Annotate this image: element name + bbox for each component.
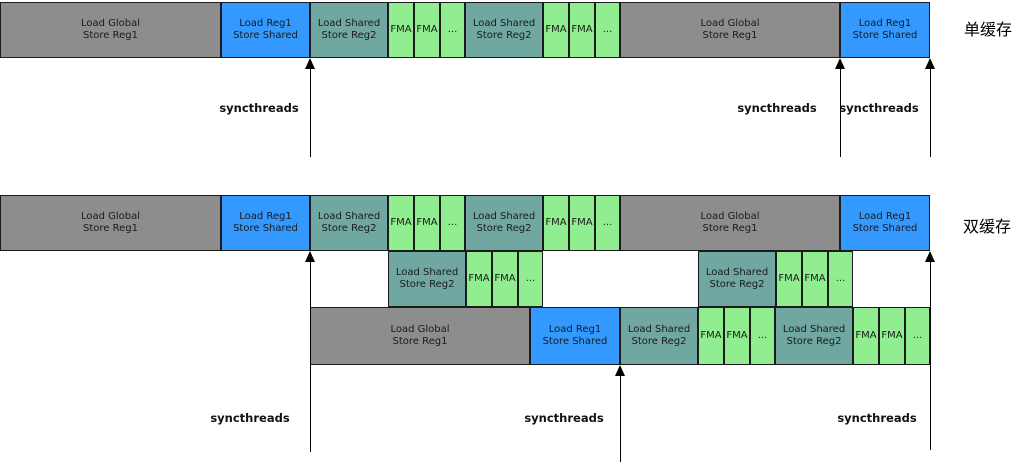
block-fma: FMA	[569, 195, 595, 251]
block-global: Load Global Store Reg1	[620, 2, 840, 58]
block-fma: FMA	[388, 195, 414, 251]
block-dots: ...	[828, 251, 853, 307]
syncthreads-arrow	[619, 369, 621, 462]
block-fma: FMA	[698, 307, 724, 365]
block-reg1: Load Reg1 Store Shared	[530, 307, 620, 365]
block-dots: ...	[750, 307, 775, 365]
block-fma: FMA	[492, 251, 518, 307]
syncthreads-arrow	[929, 62, 931, 157]
syncthreads-label: syncthreads	[839, 101, 919, 115]
syncthreads-label: syncthreads	[737, 101, 817, 115]
block-dots: ...	[595, 2, 620, 58]
syncthreads-arrow	[839, 62, 841, 157]
block-reg1: Load Reg1 Store Shared	[840, 195, 930, 251]
syncthreads-label: syncthreads	[219, 101, 299, 115]
block-fma: FMA	[569, 2, 595, 58]
block-fma: FMA	[388, 2, 414, 58]
arrowhead-up-icon	[925, 58, 935, 69]
block-shared: Load Shared Store Reg2	[465, 2, 543, 58]
block-shared: Load Shared Store Reg2	[698, 251, 776, 307]
block-reg1: Load Reg1 Store Shared	[840, 2, 930, 58]
arrowhead-up-icon	[305, 251, 315, 262]
syncthreads-arrow	[929, 255, 931, 450]
block-fma: FMA	[802, 251, 828, 307]
block-fma: FMA	[853, 307, 879, 365]
block-global: Load Global Store Reg1	[0, 2, 221, 58]
block-shared: Load Shared Store Reg2	[620, 307, 698, 365]
block-shared: Load Shared Store Reg2	[775, 307, 853, 365]
block-shared: Load Shared Store Reg2	[388, 251, 466, 307]
block-fma: FMA	[724, 307, 750, 365]
arrowhead-up-icon	[305, 58, 315, 69]
arrowhead-up-icon	[835, 58, 845, 69]
block-fma: FMA	[543, 195, 569, 251]
single-buffer-title: 单缓存	[963, 20, 1013, 39]
syncthreads-arrow	[309, 255, 311, 452]
arrowhead-up-icon	[615, 365, 625, 376]
block-dots: ...	[440, 195, 465, 251]
double-buffer-title: 双缓存	[962, 217, 1012, 236]
block-dots: ...	[595, 195, 620, 251]
block-fma: FMA	[466, 251, 492, 307]
block-global: Load Global Store Reg1	[0, 195, 221, 251]
syncthreads-label: syncthreads	[524, 411, 604, 425]
syncthreads-arrow	[309, 62, 311, 157]
block-reg1: Load Reg1 Store Shared	[221, 195, 310, 251]
block-global: Load Global Store Reg1	[620, 195, 840, 251]
arrowhead-up-icon	[925, 251, 935, 262]
block-fma: FMA	[414, 2, 440, 58]
block-dots: ...	[518, 251, 543, 307]
block-global: Load Global Store Reg1	[310, 307, 530, 365]
block-fma: FMA	[879, 307, 905, 365]
block-shared: Load Shared Store Reg2	[310, 195, 388, 251]
block-fma: FMA	[776, 251, 802, 307]
syncthreads-label: syncthreads	[837, 411, 917, 425]
block-shared: Load Shared Store Reg2	[465, 195, 543, 251]
block-shared: Load Shared Store Reg2	[310, 2, 388, 58]
block-reg1: Load Reg1 Store Shared	[221, 2, 310, 58]
block-fma: FMA	[543, 2, 569, 58]
block-dots: ...	[440, 2, 465, 58]
block-dots: ...	[905, 307, 930, 365]
syncthreads-label: syncthreads	[210, 411, 290, 425]
block-fma: FMA	[414, 195, 440, 251]
